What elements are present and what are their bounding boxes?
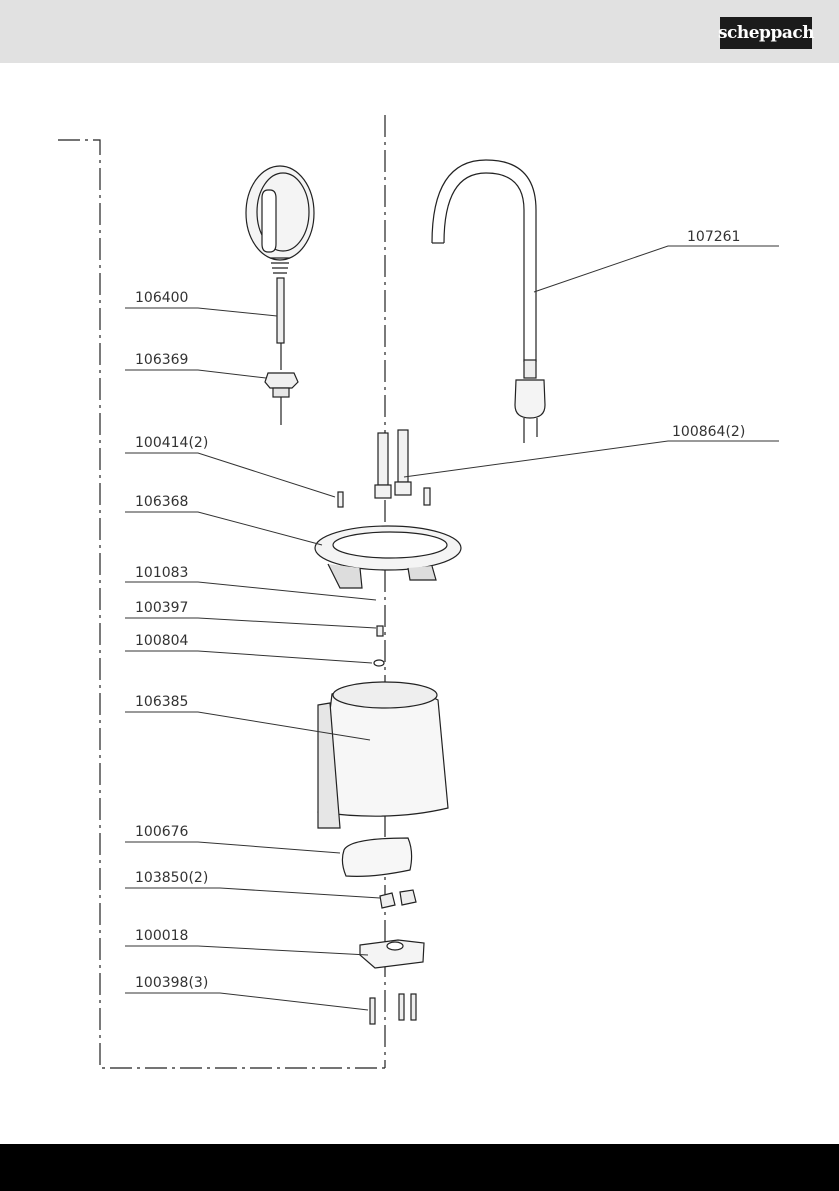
part-label-100414: 100414(2) xyxy=(135,435,208,451)
screws-drawing xyxy=(370,994,416,1024)
part-label-106369: 106369 xyxy=(135,352,188,368)
part-label-100676: 100676 xyxy=(135,824,189,840)
bracket-drawing xyxy=(360,940,424,968)
part-label-100397: 100397 xyxy=(135,600,188,616)
part-label-106368: 106368 xyxy=(135,494,188,510)
part-label-100864: 100864(2) xyxy=(672,424,745,440)
part-label-100804: 100804 xyxy=(135,633,189,649)
housing-drawing xyxy=(318,682,448,828)
footer-bar xyxy=(0,1144,839,1191)
top-cover-drawing xyxy=(315,526,461,588)
part-label-100018: 100018 xyxy=(135,928,188,944)
part-label-101083: 101083 xyxy=(135,565,188,581)
part-label-106400: 106400 xyxy=(135,290,188,306)
part-label-107261: 107261 xyxy=(687,229,740,245)
part-label-100398: 100398(3) xyxy=(135,975,208,991)
sleeve-drawing xyxy=(342,838,411,876)
part-label-106385: 106385 xyxy=(135,694,188,710)
assembly-boundary xyxy=(58,140,385,1068)
float-switch-drawing xyxy=(246,166,314,425)
tube-pins-drawing xyxy=(338,430,430,507)
part-label-103850: 103850(2) xyxy=(135,870,208,886)
leader-lines xyxy=(125,246,779,1010)
small-fasteners-drawing xyxy=(374,626,384,666)
power-cable-drawing xyxy=(432,160,545,443)
